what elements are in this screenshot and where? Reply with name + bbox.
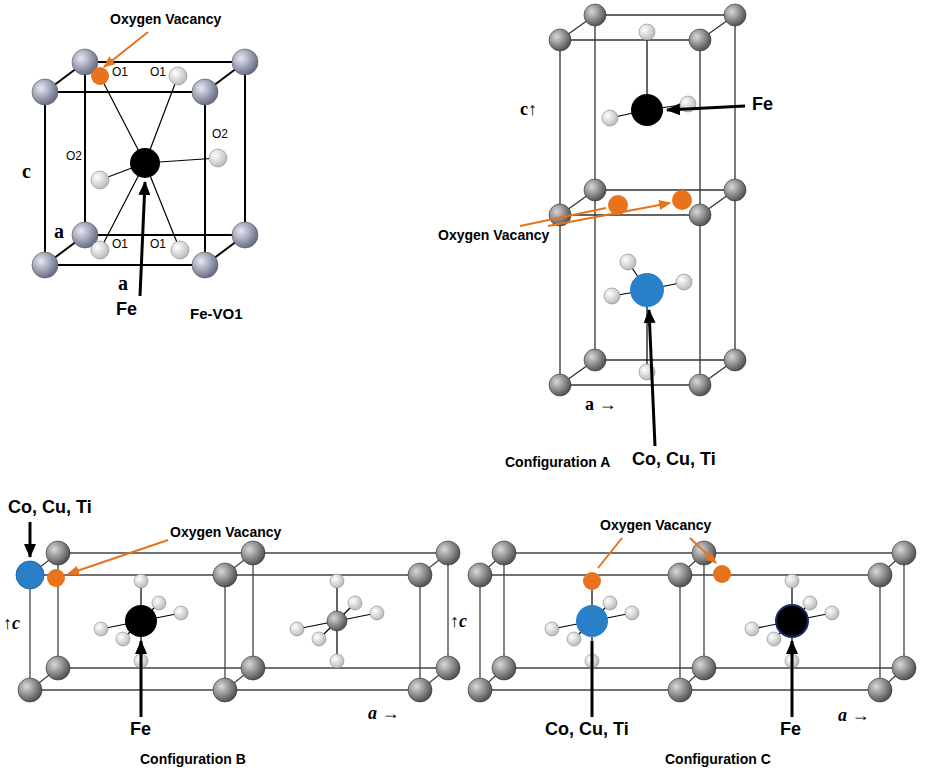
atom-label: Co, Cu, Ti	[545, 720, 629, 740]
axis-label: c↑	[520, 100, 537, 120]
leader-arrow	[140, 641, 143, 717]
axis-label: c	[22, 160, 31, 182]
atom-label: O1	[112, 66, 128, 79]
axis-label: a	[54, 220, 64, 242]
axis-label: a →	[585, 395, 617, 415]
leader-arrow	[68, 540, 168, 574]
atom-label: Co, Cu, Ti	[632, 450, 716, 470]
unit-cell-config-b	[16, 541, 460, 702]
panel-title: Configuration C	[665, 752, 771, 767]
panel-title: Configuration A	[505, 455, 610, 470]
atom-label: O1	[112, 238, 128, 251]
leader-arrow	[104, 32, 148, 67]
leader-arrow	[29, 522, 32, 557]
unit-cell-config-a	[549, 4, 746, 396]
axis-label: a →	[368, 704, 400, 724]
panel-title: Fe-VO1	[190, 306, 243, 323]
axis-label: a	[118, 272, 128, 294]
atom-label: Fe	[130, 720, 151, 740]
axis-label: a →	[838, 706, 870, 726]
panel-title: Configuration B	[140, 752, 246, 767]
atom-label: O1	[150, 238, 166, 251]
callout-label: Oxygen Vacancy	[600, 518, 711, 533]
leader-arrow	[520, 203, 670, 226]
leader-arrow	[649, 310, 655, 446]
atom-label: O1	[150, 66, 166, 79]
axis-label: ↑c	[450, 612, 467, 632]
callout-label: Oxygen Vacancy	[438, 228, 549, 243]
callout-label: Oxygen Vacancy	[110, 12, 221, 27]
atom-label: Co, Cu, Ti	[8, 498, 92, 518]
unit-cell-config-c	[468, 541, 916, 702]
leader-arrow	[592, 641, 792, 717]
leader-arrow	[667, 106, 745, 110]
axis-label: ↑c	[3, 614, 20, 634]
atom-label: Fe	[780, 720, 801, 740]
atom-label: O2	[212, 128, 228, 141]
callout-label: Oxygen Vacancy	[170, 525, 281, 540]
leader-arrow	[140, 182, 145, 296]
atom-label: Fe	[752, 95, 773, 115]
atom-label: Fe	[116, 300, 137, 320]
atom-label: O2	[66, 150, 82, 163]
leader-arrow	[598, 538, 716, 568]
unit-cell-fe-vo1	[32, 49, 258, 278]
